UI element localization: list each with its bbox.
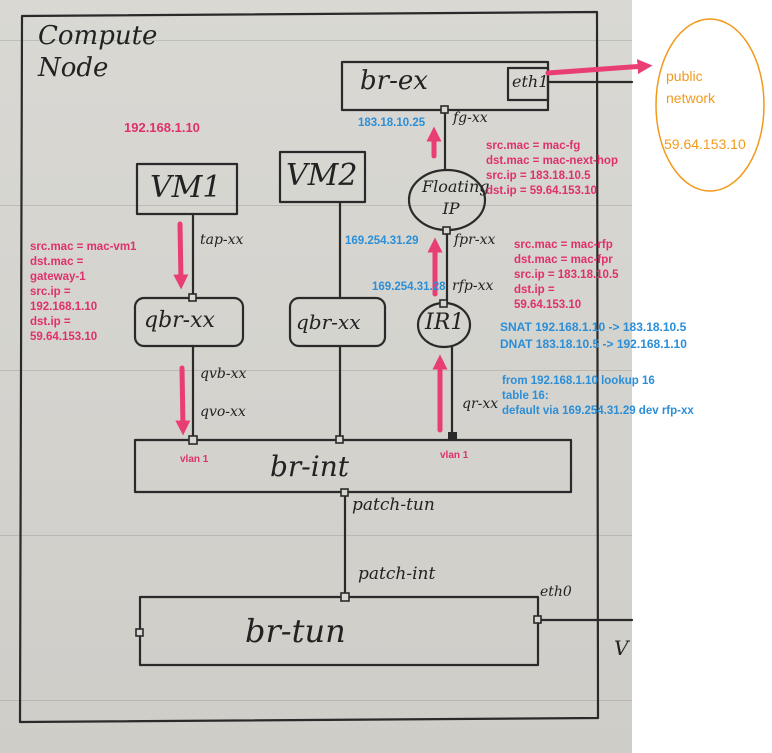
compute-node-title: Compute Node [38,21,158,83]
edge-v-label: V [614,636,629,660]
routing-note: from 192.168.1.10 lookup 16 table 16: de… [502,375,694,417]
ruled-line [0,40,632,41]
br-int-box [133,438,573,494]
tap-port-label: tap-xx [200,232,244,248]
patch-tun-port [340,488,349,497]
br-int-label: br-int [270,450,350,483]
public-network-oval [655,18,765,192]
qbr1-label: qbr-xx [144,308,215,333]
floating-ip-label: Floating IP [422,177,490,218]
flow-arrow-qbr-brint [175,365,191,436]
nat-rules-note: SNAT 192.168.1.10 -> 183.18.10.5 DNAT 18… [500,320,687,351]
vlan-left-label: vlan 1 [180,454,209,465]
rfp-port-label: rfp-xx [452,278,494,294]
br-tun-label: br-tun [245,612,346,650]
flow-arrow-vm1-qbr [173,221,189,290]
ruled-line [0,700,632,701]
vm2-label: VM2 [286,158,358,193]
qvo-port-label: qvo-xx [200,404,246,420]
qr-port-label: qr-xx [462,396,499,412]
qbr2-box [288,296,387,348]
br-ex-label: br-ex [360,66,428,96]
fpr-port [442,226,451,235]
ruled-line [0,205,632,206]
vm1-ip-label: 192.168.1.10 [124,120,200,135]
vlan-right-label: vlan 1 [440,450,469,461]
vm1-label: VM1 [150,170,222,205]
eth0-label: eth0 [540,584,572,600]
vm1-packet-note: src.mac = mac-vm1 dst.mac = gateway-1 sr… [30,241,137,343]
vm1-box [135,162,239,216]
public-network-label: public [666,68,703,84]
ruled-line [0,535,632,536]
qr-port [448,432,457,441]
flow-arrow-eth1-public [545,59,653,76]
eth1-label: eth1 [512,72,549,91]
patch-int-label: patch-int [358,564,436,584]
fg-port [440,105,449,114]
public-network-label: network [666,90,716,106]
patch-tun-label: patch-tun [352,495,435,515]
fg-port-label: fg-xx [453,110,488,126]
vm2-box [278,150,367,204]
ir1-label: IR1 [425,310,465,335]
rfp-packet-note: src.mac = mac-rfp dst.mac = mac-fpr src.… [514,239,619,311]
notebook-paper [0,0,632,753]
public-network-ip: 59.64.153.10 [664,136,746,152]
compute-node-frame [18,10,600,724]
br-ex-ip-label: 183.18.10.25 [358,117,426,129]
fpr-ip-label: 169.254.31.29 [345,235,419,247]
ruled-line [0,370,632,371]
qbr2-port [335,435,344,444]
qvo-port [188,435,198,445]
rfp-port [439,299,448,308]
patch-int-port [340,592,350,602]
qbr2-label: qbr-xx [296,310,361,334]
eth1-box [506,66,550,102]
br-tun-right-port [533,615,542,624]
fpr-port-label: fpr-xx [454,232,496,248]
br-tun-left-port [135,628,144,637]
floating-ip-packet-note: src.mac = mac-fg dst.mac = mac-next-hop … [486,140,618,197]
tap-port [188,293,197,302]
rfp-ip-label: 169.254.31.28 [372,281,446,293]
qvb-port-label: qvb-xx [200,366,247,382]
